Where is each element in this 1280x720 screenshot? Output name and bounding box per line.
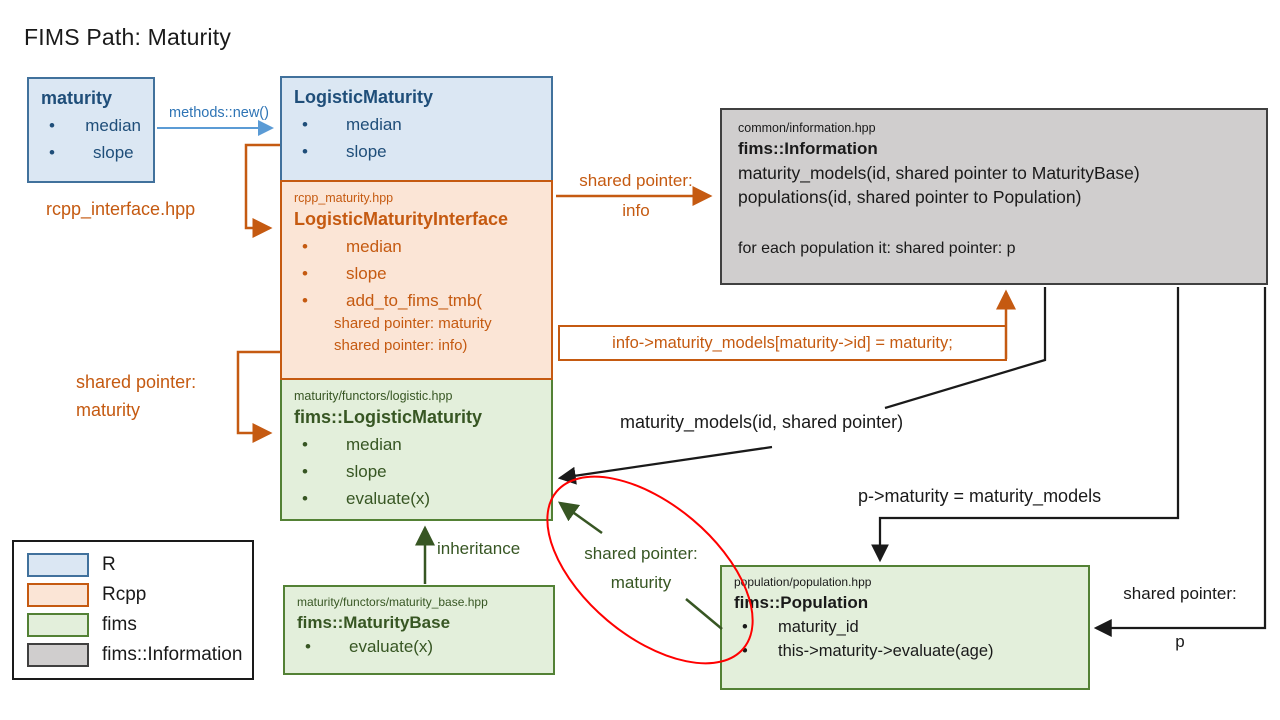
file-name: common/information.hpp — [738, 121, 876, 135]
arrow-shared-pointer-p — [1093, 287, 1267, 637]
bullet-item: evaluate(x) — [297, 636, 541, 658]
box-maturity-r: maturity median slope — [27, 77, 155, 183]
member-line: populations(id, shared pointer to Popula… — [738, 187, 1082, 208]
label-methods-new: methods::new() — [169, 105, 269, 121]
legend-item-r: R — [27, 550, 252, 580]
bullet-item: median — [41, 115, 141, 137]
bullet-item: maturity_id — [734, 617, 1076, 638]
legend-item-fims: fims — [27, 610, 252, 640]
bullet-item: add_to_fims_tmb( — [294, 290, 539, 312]
connector-shared-pointer-maturity — [236, 350, 280, 443]
label-shared-pointer-p: shared pointer: — [1123, 584, 1237, 603]
box-title: LogisticMaturity — [294, 87, 434, 107]
legend-swatch-r — [27, 553, 89, 577]
file-name: rcpp_maturity.hpp — [294, 191, 394, 205]
legend-label: fims::Information — [102, 644, 243, 665]
box-fims-logistic-maturity: maturity/functors/logistic.hpp fims::Log… — [280, 380, 553, 521]
box-title: LogisticMaturityInterface — [294, 209, 509, 229]
label-shared-pointer-maturity-green: shared pointer: — [584, 544, 698, 563]
legend-swatch-rcpp — [27, 583, 89, 607]
box-title: fims::MaturityBase — [297, 613, 451, 633]
bullet-item: slope — [294, 141, 539, 163]
label-rcpp-interface-file: rcpp_interface.hpp — [46, 199, 196, 219]
bullet-item: median — [294, 434, 539, 456]
arrow-shared-maturity-to-fims — [557, 501, 603, 535]
file-name: maturity/functors/logistic.hpp — [294, 389, 453, 403]
box-fims-population: population/population.hpp fims::Populati… — [720, 565, 1090, 690]
bullet-item: median — [294, 114, 539, 136]
label-shared-pointer-info: info — [622, 201, 650, 220]
arrow-maturity-models-to-fims — [557, 445, 773, 485]
connector-rcpp-interface — [244, 143, 280, 238]
bullet-item: slope — [41, 142, 141, 164]
legend: R Rcpp fims fims::Information — [12, 540, 254, 680]
box-title: fims::LogisticMaturity — [294, 407, 483, 427]
box-title: maturity — [41, 88, 113, 108]
member-line: maturity_models(id, shared pointer to Ma… — [738, 162, 1140, 183]
note-line: for each population it: shared pointer: … — [738, 239, 1016, 257]
box-title: fims::Population — [734, 593, 869, 613]
box-fims-maturity-base: maturity/functors/maturity_base.hpp fims… — [283, 585, 555, 675]
page-title: FIMS Path: Maturity — [24, 24, 232, 50]
label-inheritance: inheritance — [437, 539, 521, 558]
line-shared-maturity-to-population — [685, 598, 723, 630]
legend-swatch-fims-information — [27, 643, 89, 667]
bullet-item: evaluate(x) — [294, 488, 539, 510]
label-assign-statement: info->maturity_models[maturity->id] = ma… — [558, 325, 1007, 361]
sub-bullet-item: shared pointer: maturity — [334, 315, 492, 333]
label-shared-pointer-p: p — [1175, 632, 1185, 651]
label-shared-pointer-maturity: maturity — [76, 400, 141, 420]
sub-bullet-item: shared pointer: info) — [334, 337, 468, 355]
label-shared-pointer-maturity: shared pointer: — [76, 372, 197, 392]
label-maturity-models-call: maturity_models(id, shared pointer) — [620, 412, 904, 432]
label-shared-pointer-info: shared pointer: — [579, 171, 693, 190]
label-shared-pointer-maturity-green: maturity — [610, 573, 672, 592]
box-title: fims::Information — [738, 139, 878, 158]
legend-label: R — [102, 554, 116, 575]
file-name: maturity/functors/maturity_base.hpp — [297, 595, 488, 609]
legend-swatch-fims — [27, 613, 89, 637]
bullet-item: slope — [294, 263, 539, 285]
bullet-item: this->maturity->evaluate(age) — [734, 641, 1076, 662]
legend-label: Rcpp — [102, 584, 147, 605]
box-fims-information: common/information.hpp fims::Information… — [720, 108, 1268, 285]
legend-label: fims — [102, 614, 137, 635]
legend-item-fims-information: fims::Information — [27, 640, 252, 670]
legend-item-rcpp: Rcpp — [27, 580, 252, 610]
bullet-item: slope — [294, 461, 539, 483]
label-p-maturity-assign: p->maturity = maturity_models — [858, 486, 1102, 506]
file-name: population/population.hpp — [734, 575, 872, 589]
box-logistic-maturity-interface: rcpp_maturity.hpp LogisticMaturityInterf… — [280, 180, 553, 380]
bullet-item: median — [294, 236, 539, 258]
box-logistic-maturity-r: LogisticMaturity median slope — [280, 76, 553, 180]
